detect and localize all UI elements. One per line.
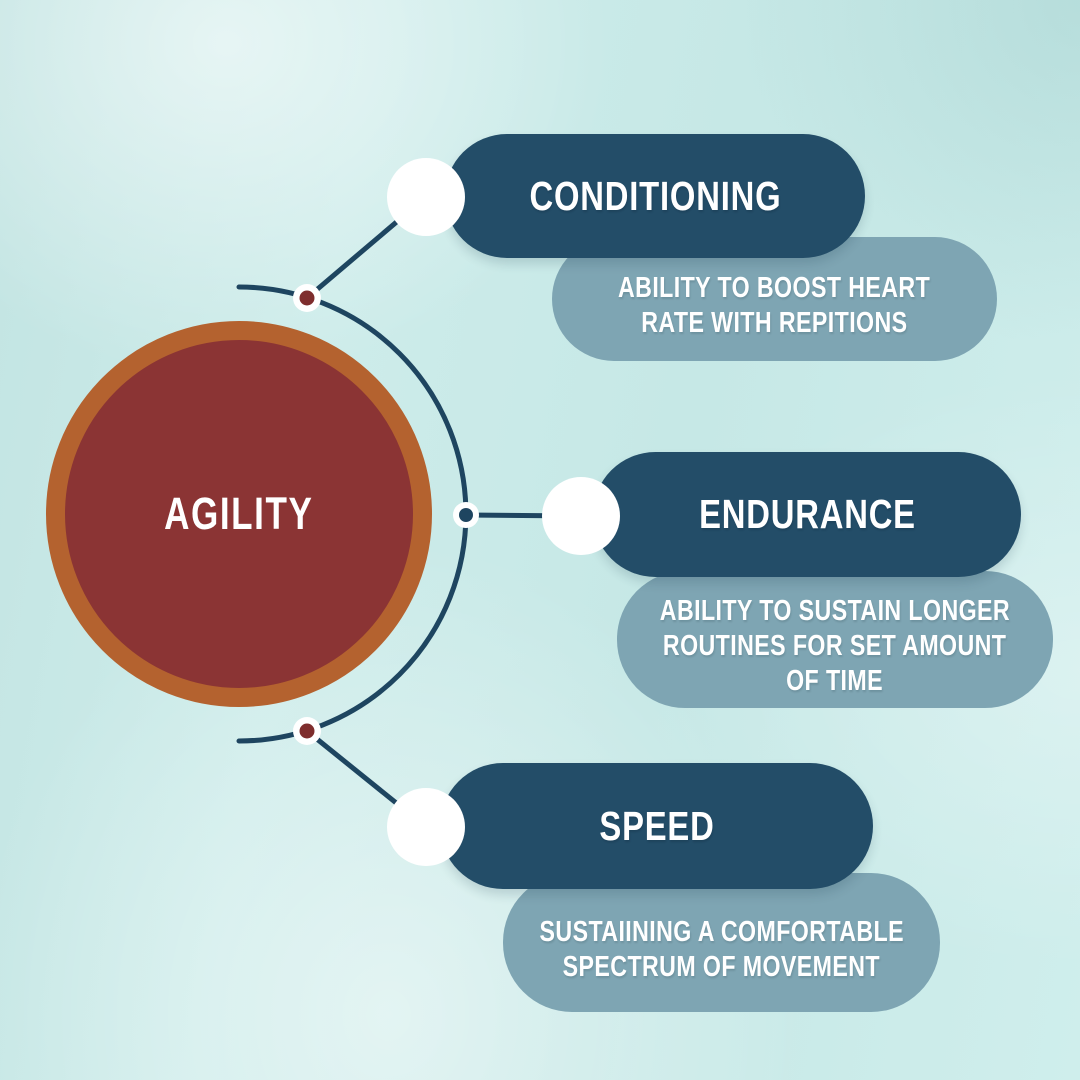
central-topic-circle: AGILITY (46, 321, 432, 707)
conditioning-node-dot (299, 290, 315, 306)
conditioning-description-line: ABILITY TO BOOST HEART (618, 272, 931, 304)
endurance-description-line: ABILITY TO SUSTAIN LONGER (659, 595, 1011, 627)
endurance-description-line: ROUTINES FOR SET AMOUNT (663, 630, 1007, 662)
conditioning-description-line: RATE WITH REPITIONS (641, 307, 908, 339)
speed-title-pill: SPEED (440, 763, 873, 889)
conditioning-description-pill: ABILITY TO BOOST HEART RATE WITH REPITIO… (552, 237, 997, 361)
speed-bullet-circle (387, 788, 465, 866)
conditioning-title-pill: CONDITIONING (445, 134, 865, 258)
endurance-title-pill: ENDURANCE (593, 452, 1021, 577)
speed-description-pill: SUSTAIINING A COMFORTABLE SPECTRUM OF MO… (503, 873, 940, 1012)
endurance-description-line: OF TIME (786, 665, 884, 697)
endurance-description-pill: ABILITY TO SUSTAIN LONGER ROUTINES FOR S… (617, 571, 1053, 708)
speed-description-line: SPECTRUM OF MOVEMENT (562, 950, 881, 983)
speed-title: SPEED (598, 802, 715, 849)
conditioning-title: CONDITIONING (529, 172, 781, 219)
speed-node-dot (299, 723, 315, 739)
endurance-title: ENDURANCE (698, 491, 916, 537)
endurance-node-dot (459, 508, 473, 522)
central-topic-label: AGILITY (164, 488, 314, 539)
endurance-bullet-circle (542, 477, 620, 555)
speed-description-line: SUSTAIINING A COMFORTABLE (539, 915, 904, 948)
conditioning-bullet-circle (387, 158, 465, 236)
